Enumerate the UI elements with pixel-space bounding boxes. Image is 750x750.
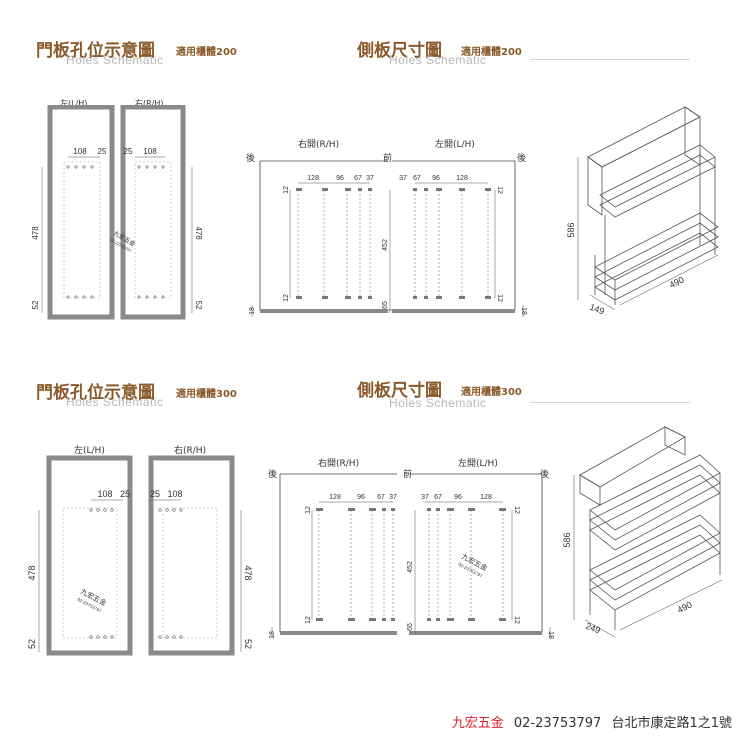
dim-478-right-200: 478 bbox=[194, 226, 203, 240]
side-d67-l-200: 67 bbox=[413, 175, 421, 182]
dim-25-right-200: 25 bbox=[124, 147, 133, 156]
side-d12-top-r-200: 12 bbox=[283, 186, 290, 194]
basket-isometric-200: 586 490 149 bbox=[566, 106, 719, 317]
side-d12-bot-r-300: 12 bbox=[305, 616, 312, 624]
side-d12-top-l-300: 12 bbox=[513, 506, 520, 514]
door-panel-diagram-200: 108 25 25 108 478 52 478 52 九宏五金 02-2375… bbox=[31, 105, 203, 320]
section-rule-300 bbox=[530, 402, 690, 403]
side-d18-r-300: 18 bbox=[269, 631, 276, 639]
side-back-left-300: 後 bbox=[268, 470, 278, 480]
iso-width-200: 149 bbox=[588, 302, 606, 317]
side-panel-english-300: Holes Schematic bbox=[389, 396, 487, 410]
side-d67-r-300: 67 bbox=[377, 494, 385, 501]
iso-height-300: 586 bbox=[562, 532, 572, 547]
side-d67-l-300: 67 bbox=[434, 494, 442, 501]
door-panel-diagram-300: 108 25 25 108 478 52 478 52 九宏五金 02-2375… bbox=[27, 455, 253, 656]
side-lh-label-300: 左開(L/H) bbox=[458, 459, 498, 469]
side-d37-r-200: 37 bbox=[366, 175, 374, 182]
watermark-side-300: 九宏五金 02-23753797 bbox=[457, 552, 489, 579]
dim-108-left-300: 108 bbox=[97, 489, 112, 499]
basket-isometric-300: 586 490 249 bbox=[562, 426, 723, 638]
side-d65-300: 65 bbox=[407, 623, 414, 631]
side-panel-diagram-200: 128 96 67 37 37 67 96 128 12 12 12 12 45… bbox=[249, 160, 527, 317]
side-panel-subtitle-300: 適用櫃體300 bbox=[461, 387, 522, 398]
side-d96-l-300: 96 bbox=[454, 494, 462, 501]
side-d128-r-300: 128 bbox=[329, 494, 341, 501]
dim-25-left-200: 25 bbox=[98, 147, 107, 156]
side-panel-title-300: 側板尺寸圖 bbox=[357, 381, 442, 401]
side-d12-top-l-200: 12 bbox=[496, 186, 503, 194]
side-d452-200: 452 bbox=[382, 239, 389, 251]
dim-52-left-200: 52 bbox=[31, 300, 40, 309]
side-back-right-300: 後 bbox=[540, 470, 550, 480]
door-left-label-200: 左(L/H) bbox=[60, 99, 88, 108]
side-d12-bot-l-200: 12 bbox=[496, 294, 503, 302]
door-holes-english-200: Holes Schematic bbox=[66, 53, 164, 67]
footer-brand: 九宏五金 bbox=[451, 716, 504, 731]
dim-478-left-300: 478 bbox=[27, 565, 37, 580]
side-d128-l-200: 128 bbox=[456, 175, 468, 182]
side-d96-r-300: 96 bbox=[357, 494, 365, 501]
iso-depth-300: 490 bbox=[676, 599, 694, 615]
door-holes-english-300: Holes Schematic bbox=[66, 395, 164, 409]
side-d12-bot-r-200: 12 bbox=[283, 294, 290, 302]
dim-478-left-200: 478 bbox=[31, 226, 40, 240]
side-panel-title-200: 側板尺寸圖 bbox=[357, 41, 442, 61]
section-rule-200 bbox=[530, 59, 690, 60]
side-d12-top-r-300: 12 bbox=[305, 506, 312, 514]
dim-108-right-200: 108 bbox=[143, 147, 157, 156]
footer-phone: 02-23753797 bbox=[513, 716, 602, 731]
dim-25-right-300: 25 bbox=[150, 489, 160, 499]
side-panel-english-200: Holes Schematic bbox=[389, 53, 487, 67]
side-d18-l-200: 18 bbox=[520, 307, 527, 315]
side-d67-r-200: 67 bbox=[354, 175, 362, 182]
side-front-200: 前 bbox=[383, 154, 393, 164]
iso-depth-200: 490 bbox=[668, 274, 686, 290]
side-panel-subtitle-200: 適用櫃體200 bbox=[461, 47, 522, 58]
door-right-label-300: 右(R/H) bbox=[174, 446, 207, 456]
side-d452-300: 452 bbox=[407, 561, 414, 573]
dim-25-left-300: 25 bbox=[120, 489, 130, 499]
side-d96-l-200: 96 bbox=[432, 175, 440, 182]
side-d12-bot-l-300: 12 bbox=[513, 616, 520, 624]
dim-52-right-300: 52 bbox=[243, 639, 253, 649]
dim-478-right-300: 478 bbox=[243, 565, 253, 580]
door-holes-subtitle-300: 適用櫃體300 bbox=[176, 389, 237, 400]
side-rh-label-200: 右開(R/H) bbox=[298, 140, 340, 150]
side-back-right-200: 後 bbox=[517, 154, 527, 164]
side-panel-diagram-300: 128 96 67 37 37 67 96 128 12 12 12 12 45… bbox=[269, 473, 554, 639]
side-d37-l-300: 37 bbox=[421, 494, 429, 501]
dim-108-left-200: 108 bbox=[73, 147, 87, 156]
side-back-left-200: 後 bbox=[246, 154, 256, 164]
door-left-label-300: 左(L/H) bbox=[74, 446, 105, 456]
footer: 九宏五金 02-23753797 台北市康定路1之1號 bbox=[452, 712, 732, 731]
side-d128-r-200: 128 bbox=[307, 175, 319, 182]
side-d37-l-200: 37 bbox=[399, 175, 407, 182]
side-d37-r-300: 37 bbox=[389, 494, 397, 501]
side-lh-label-200: 左開(L/H) bbox=[435, 140, 475, 150]
dim-52-right-200: 52 bbox=[194, 301, 203, 310]
side-front-300: 前 bbox=[403, 470, 413, 480]
door-holes-title-200: 門板孔位示意圖 bbox=[36, 41, 155, 61]
side-rh-label-300: 右開(R/H) bbox=[318, 459, 360, 469]
side-d96-r-200: 96 bbox=[336, 175, 344, 182]
iso-width-300: 249 bbox=[584, 621, 602, 636]
side-d65-200: 65 bbox=[382, 301, 389, 309]
door-right-label-200: 右(R/H) bbox=[135, 99, 164, 108]
footer-address: 台北市康定路1之1號 bbox=[611, 716, 732, 731]
door-holes-subtitle-200: 適用櫃體200 bbox=[176, 47, 237, 58]
side-d18-l-300: 18 bbox=[547, 631, 554, 639]
side-d18-r-200: 18 bbox=[249, 307, 256, 315]
side-d128-l-300: 128 bbox=[480, 494, 492, 501]
dim-108-right-300: 108 bbox=[167, 489, 182, 499]
door-holes-title-300: 門板孔位示意圖 bbox=[36, 383, 155, 403]
iso-height-200: 586 bbox=[566, 222, 576, 237]
dim-52-left-300: 52 bbox=[27, 639, 37, 649]
